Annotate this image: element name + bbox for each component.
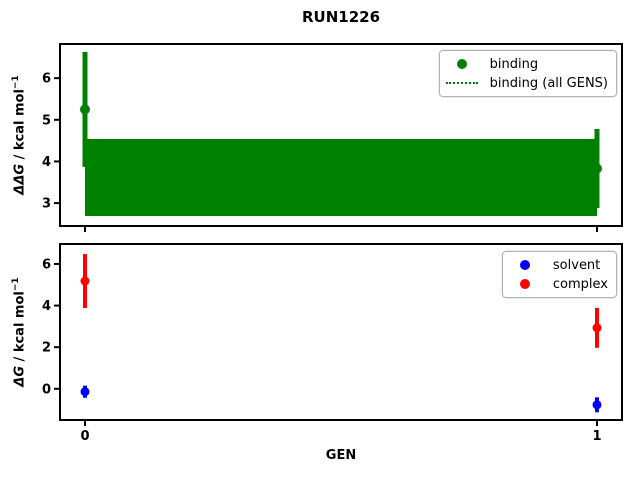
y-axis-label-top-units: / kcal mol	[12, 89, 28, 164]
y-axis-label-top-symbol: ΔΔG	[12, 163, 28, 195]
y-axis-label-top: ΔΔG / kcal mol−1	[11, 25, 29, 245]
y-tick-label: 4	[42, 155, 51, 170]
legend-label-binding: binding	[489, 56, 539, 72]
legend-label-binding-all-gens: binding (all GENS)	[489, 75, 608, 91]
y-axis-label-bottom-units: / kcal mol	[12, 291, 28, 366]
axes-spines-subplot-0	[59, 43, 623, 227]
binding-point-gen1	[592, 163, 602, 174]
legend-item-binding: binding	[444, 56, 608, 72]
complex-marker-icon	[507, 276, 543, 292]
y-axis-label-bottom-exponent: −1	[11, 277, 21, 292]
y-tick-label: 5	[42, 113, 51, 128]
dotted-line-icon	[444, 75, 480, 91]
y-axis-label-top-exponent: −1	[11, 75, 21, 90]
figure-title: RUN1226	[301, 8, 381, 26]
x-axis-label: GEN	[325, 448, 357, 463]
axes-spines-subplot-1	[59, 243, 623, 421]
binding-point-gen0	[80, 104, 90, 115]
y-tick-label: 0	[42, 382, 51, 397]
solvent-point-gen1	[592, 400, 602, 410]
solvent-marker-icon	[507, 257, 543, 273]
x-tick-label: 1	[592, 429, 601, 444]
legend-label-complex: complex	[552, 276, 608, 292]
y-tick-label: 2	[42, 341, 51, 356]
legend-item-solvent: solvent	[507, 257, 608, 273]
x-tick-label: 0	[80, 429, 89, 444]
legend-item-complex: complex	[507, 276, 608, 292]
legend-item-binding-all-gens: binding (all GENS)	[444, 75, 608, 91]
binding-marker-icon	[444, 56, 480, 72]
legend-label-solvent: solvent	[552, 257, 601, 273]
y-tick-label: 3	[42, 197, 51, 212]
legend-top: binding binding (all GENS)	[438, 50, 617, 97]
y-axis-label-bottom: ΔG / kcal mol−1	[11, 222, 29, 442]
band-binding-all-gens	[85, 138, 597, 217]
complex-point-gen0	[80, 276, 90, 286]
legend-bottom: solvent complex	[501, 251, 617, 298]
y-axis-label-bottom-symbol: ΔG	[12, 365, 28, 387]
solvent-point-gen0	[80, 387, 90, 397]
y-tick-label: 4	[42, 299, 51, 314]
complex-point-gen1	[592, 323, 602, 333]
y-tick-label: 6	[42, 257, 51, 272]
y-tick-label: 6	[42, 72, 51, 87]
